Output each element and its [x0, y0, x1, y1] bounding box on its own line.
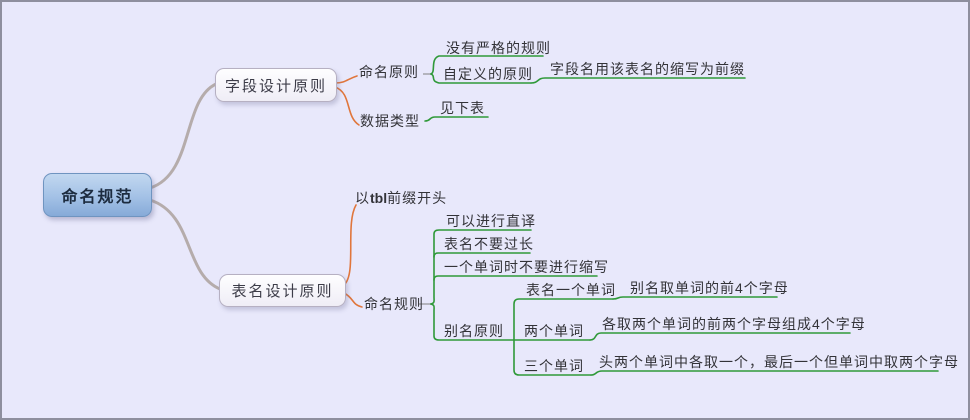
leaf-line-no-abbrev	[433, 275, 598, 281]
leaf-line-field-prefix	[530, 77, 746, 84]
topic-literal-translation[interactable]: 可以进行直译	[446, 213, 536, 229]
branch-curve-bottom	[148, 198, 222, 291]
topic-alias-principle[interactable]: 别名原则	[444, 323, 504, 339]
sub-curve-naming-rule	[343, 292, 363, 308]
leaf-line-two-words-rule	[589, 332, 851, 341]
topic-data-type[interactable]: 数据类型	[360, 113, 420, 129]
topic-custom-principle[interactable]: 自定义的原则	[443, 66, 533, 82]
branch-curve-top	[148, 82, 218, 190]
topic-field-prefix-rule[interactable]: 字段名用该表名的缩写为前缀	[550, 61, 745, 77]
tbl-prefix-post: 前缀开头	[387, 190, 448, 206]
sub-curve-data-type	[334, 86, 360, 126]
topic-one-word[interactable]: 表名一个单词	[526, 282, 616, 298]
tbl-prefix-pre: 以	[355, 190, 370, 206]
topic-not-too-long[interactable]: 表名不要过长	[444, 236, 534, 252]
leaf-line-not-too-long	[433, 252, 531, 258]
sub-curve-naming-principle	[334, 75, 358, 84]
topic-naming-principle[interactable]: 命名原则	[359, 64, 419, 80]
topic-field-design-principles[interactable]: 字段设计原则	[215, 68, 337, 102]
leaf-line-three-words-rule	[590, 370, 939, 376]
topic-two-words[interactable]: 两个单词	[524, 323, 584, 339]
sub-curve-tbl-prefix	[343, 204, 357, 286]
tbl-prefix-bold: tbl	[370, 190, 388, 206]
leaf-line-one-word-rule	[612, 296, 778, 300]
topic-two-words-rule[interactable]: 各取两个单词的前两个字母组成4个字母	[602, 316, 866, 332]
topic-table-name-design-principles[interactable]: 表名设计原则	[219, 274, 346, 307]
topic-see-table[interactable]: 见下表	[440, 100, 485, 116]
topic-tbl-prefix[interactable]: 以tbl前缀开头	[355, 191, 447, 206]
topic-no-strict-rule[interactable]: 没有严格的规则	[446, 40, 551, 56]
topic-naming-rule[interactable]: 命名规则	[364, 296, 424, 312]
topic-one-word-rule[interactable]: 别名取单词的前4个字母	[630, 280, 789, 296]
topic-three-words[interactable]: 三个单词	[524, 358, 584, 374]
topic-no-abbrev-single[interactable]: 一个单词时不要进行缩写	[444, 259, 609, 275]
topic-three-words-rule[interactable]: 头两个单词中各取一个，最后一个但单词中取两个字母	[599, 354, 959, 370]
root-topic[interactable]: 命名规范	[43, 173, 152, 217]
leaf-line-see-table	[424, 116, 489, 122]
